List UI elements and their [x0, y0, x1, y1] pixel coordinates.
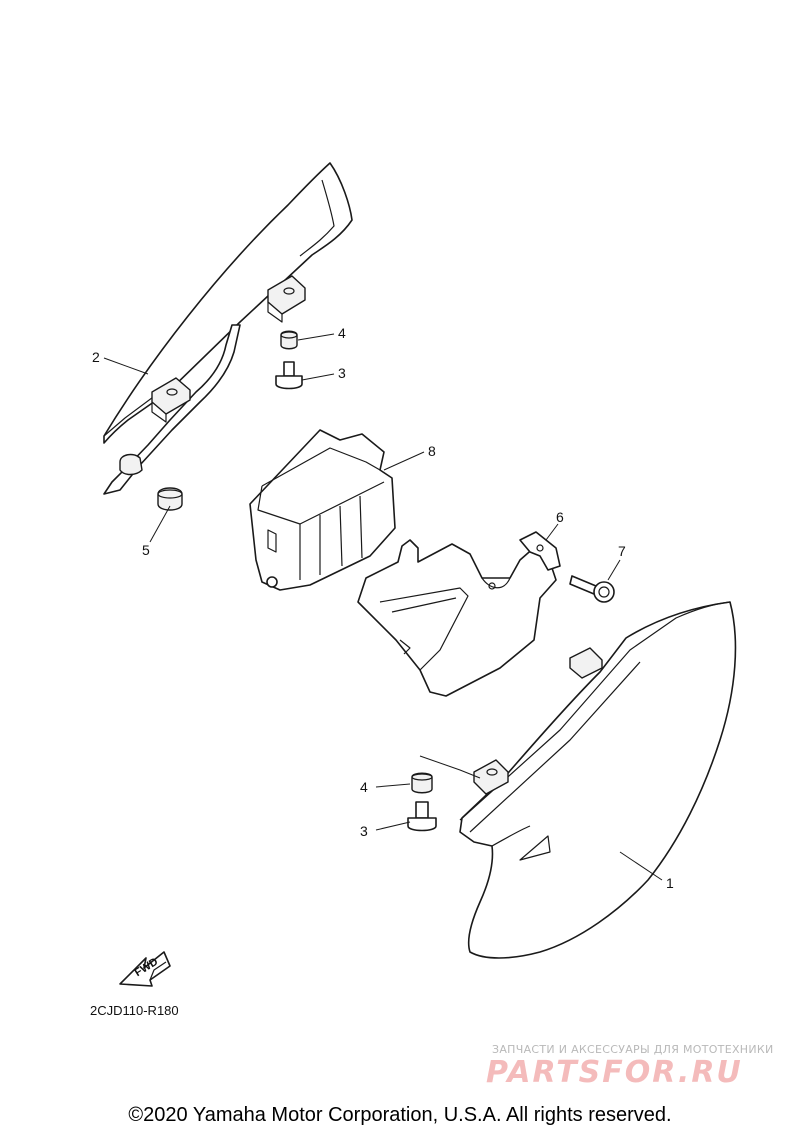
callout-1: 1: [666, 875, 674, 891]
part-1-right-side-cover[interactable]: [459, 601, 737, 959]
fwd-arrow-icon: [119, 951, 171, 987]
callout-5: 5: [142, 542, 150, 558]
diagram-code: 2CJD110-R180: [90, 1003, 179, 1018]
callout-8: 8: [428, 443, 436, 459]
part-3-bolt-upper[interactable]: [275, 361, 303, 390]
part-2-left-side-cover[interactable]: [103, 162, 353, 495]
part-4-collar-lower[interactable]: [411, 772, 433, 794]
callout-7: 7: [618, 543, 626, 559]
copyright-notice: ©2020 Yamaha Motor Corporation, U.S.A. A…: [128, 1104, 672, 1126]
callout-4-upper: 4: [338, 325, 346, 341]
callout-4-lower: 4: [360, 779, 368, 795]
part-3-bolt-lower[interactable]: [407, 801, 437, 832]
part-7-screw[interactable]: [569, 575, 615, 603]
watermark-logo: PARTSFOR.RU: [486, 1055, 743, 1090]
callout-2: 2: [92, 349, 100, 365]
callout-3-upper: 3: [338, 365, 346, 381]
part-4-collar-upper[interactable]: [280, 330, 298, 350]
part-8-case[interactable]: [249, 429, 396, 591]
callout-6: 6: [556, 509, 564, 525]
part-5-damper[interactable]: [157, 487, 183, 511]
callout-3-lower: 3: [360, 823, 368, 839]
watermark-tagline: ЗАПЧАСТИ И АКСЕССУАРЫ ДЛЯ МОТОТЕХНИКИ: [492, 1043, 774, 1056]
part-6-inner-cover[interactable]: [357, 531, 561, 697]
leader-lines: [103, 333, 663, 881]
